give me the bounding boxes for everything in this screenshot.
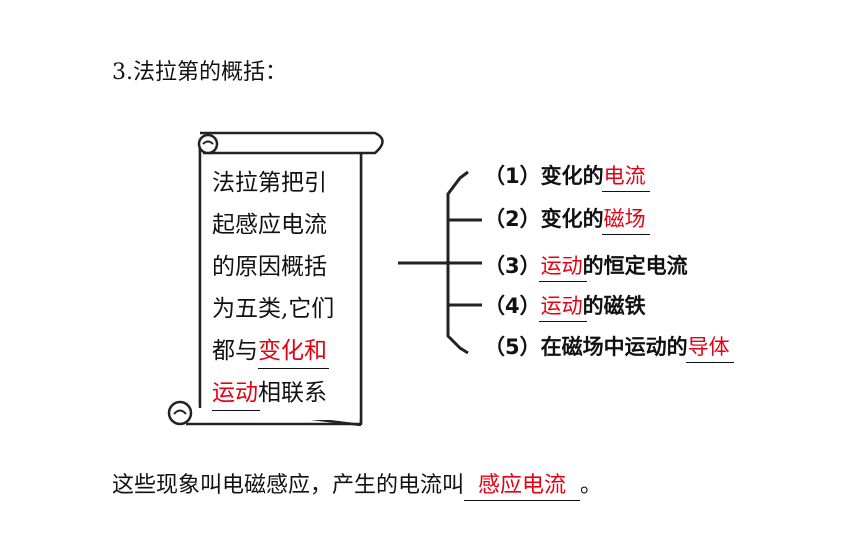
list-item: （1）变化的电流	[484, 160, 650, 192]
conclusion-suffix: 。	[580, 473, 603, 498]
item-answer: 磁场	[601, 203, 650, 235]
conclusion-sentence: 这些现象叫电磁感应，产生的电流叫感应电流。	[112, 467, 603, 501]
scroll-line: 运动相联系	[212, 372, 362, 414]
conclusion-prefix: 这些现象叫电磁感应，产生的电流叫	[112, 473, 465, 498]
scroll-line-suffix: 相联系	[258, 380, 327, 406]
item-prefix: （4）	[484, 294, 541, 318]
scroll-bottom-roll	[167, 400, 193, 426]
list-item: （5）在磁场中运动的导体	[484, 331, 734, 363]
item-answer: 运动	[538, 250, 587, 282]
scroll-top-roll	[200, 131, 384, 155]
item-answer: 电流	[601, 160, 650, 192]
scroll-line-prefix: 都与	[212, 338, 258, 364]
conclusion-answer: 感应电流	[464, 467, 581, 501]
item-suffix: 的恒定电流	[582, 254, 688, 278]
scroll-line: 的原因概括	[212, 254, 327, 280]
scroll-line: 都与变化和	[212, 330, 362, 372]
item-prefix: （2）变化的	[484, 207, 604, 231]
scroll-line: 为五类,它们	[212, 296, 335, 322]
scroll-answer-change: 变化和	[258, 330, 329, 372]
brace	[446, 170, 469, 355]
item-prefix: （3）	[484, 254, 541, 278]
list-item: （3）运动的恒定电流	[484, 250, 688, 282]
scroll-answer-motion: 运动	[212, 372, 260, 414]
item-answer: 导体	[685, 331, 734, 363]
item-prefix: （1）变化的	[484, 164, 604, 188]
scroll-line: 起感应电流	[212, 212, 327, 238]
list-item: （4）运动的磁铁	[484, 290, 646, 322]
item-answer: 运动	[538, 290, 587, 322]
list-item: （2）变化的磁场	[484, 203, 650, 235]
item-suffix: 的磁铁	[582, 294, 646, 318]
item-prefix: （5）在磁场中运动的	[484, 335, 688, 359]
scroll-text: 法拉第把引 起感应电流 的原因概括 为五类,它们 都与变化和 运动相联系	[212, 162, 362, 414]
section-heading: 3.法拉第的概括：	[112, 60, 287, 85]
scroll-line: 法拉第把引	[212, 170, 327, 196]
